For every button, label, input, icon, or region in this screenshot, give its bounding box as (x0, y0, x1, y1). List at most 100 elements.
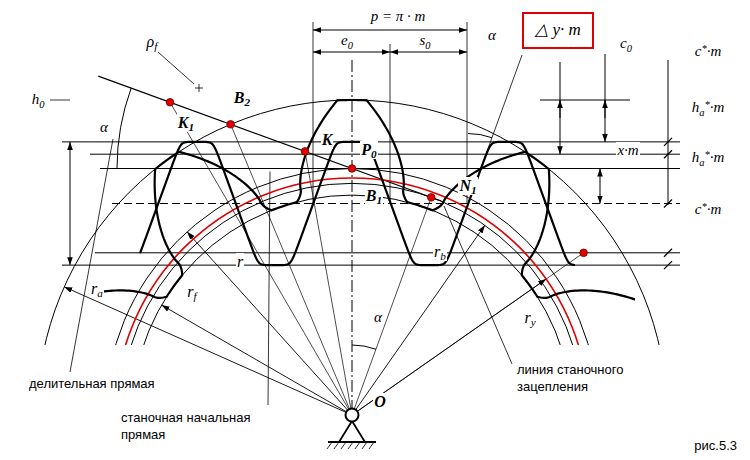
contact-point (348, 165, 356, 173)
rack-datum-line (112, 203, 680, 204)
extension-line (390, 44, 391, 204)
dimension-arrow (605, 54, 606, 142)
label-part: b (440, 250, 446, 262)
radius-label: rf (186, 283, 197, 301)
leader-line (268, 172, 270, 406)
addendum-line (95, 252, 680, 253)
radius-label: ra (90, 280, 104, 298)
pivot-joint (346, 409, 359, 422)
label-part: P (361, 141, 371, 158)
dimension-label: e0 (340, 32, 354, 49)
label-part: a (699, 157, 704, 168)
gear-profile (95, 100, 635, 340)
label-part: r (524, 309, 530, 326)
label-part: a (699, 107, 704, 118)
pivot-hatch (348, 442, 353, 449)
dimension-label: c*·m (694, 201, 723, 218)
angle-arc (468, 134, 492, 138)
dimension-label: h0 (31, 91, 46, 108)
dimension-label: α (99, 119, 109, 136)
point-label: K (321, 131, 334, 149)
base-circle (120, 183, 583, 345)
label-part: r (187, 283, 193, 300)
label-part: * (701, 43, 706, 54)
root-circle (132, 195, 572, 345)
box-text: △ y· m (535, 20, 581, 40)
dimension-label: s0 (418, 32, 431, 49)
point-label: B2 (233, 89, 251, 107)
circle-ry (115, 178, 589, 345)
dimension-line (668, 60, 669, 205)
ray-line (231, 124, 352, 415)
label-part: s (419, 32, 425, 48)
dimension-arrow (560, 62, 561, 154)
dimension-label: c*·m (694, 43, 723, 60)
dimension-arrow (560, 100, 561, 118)
radius-label: r (236, 253, 244, 271)
dimension-arrow (605, 100, 606, 118)
pivot-hatch (341, 442, 346, 449)
angle-arc (352, 345, 376, 349)
rack-profile (140, 142, 575, 265)
dimension-line (70, 142, 71, 265)
label-part: e (341, 32, 348, 48)
pivot-hatch (369, 442, 374, 449)
radius-line (162, 305, 352, 415)
point-label: K1 (177, 114, 195, 132)
dimension-tick (664, 249, 672, 257)
dimension-label: c0 (619, 35, 633, 52)
point-label: P0 (360, 141, 377, 159)
addendum-circle (37, 100, 667, 345)
figure-caption: рис.5.3 (693, 439, 738, 454)
dimension-line (390, 52, 467, 53)
pivot-support (339, 421, 365, 442)
dimension-tick (664, 138, 672, 146)
radius-label: rb (433, 243, 447, 261)
label-part: * (704, 99, 709, 110)
line-name: линия станочного зацепления (516, 362, 658, 396)
dimension-line (313, 30, 467, 31)
contact-point (427, 194, 435, 202)
contact-point (227, 121, 235, 129)
angle-arc (117, 88, 131, 168)
label-part: 0 (371, 148, 377, 160)
axis-line (352, 60, 353, 415)
label-part: 0 (39, 99, 44, 110)
dimension-label: p = π · m (370, 8, 427, 25)
label-part: B (234, 89, 245, 106)
label-part: K (178, 114, 189, 131)
center-mark (199, 84, 200, 92)
label-part: a (97, 287, 103, 299)
label-part: 0 (425, 40, 430, 51)
annotation-box: △ y· m (522, 12, 594, 49)
dimension-tick (664, 261, 672, 269)
label-part: c (620, 35, 627, 51)
tip-level-line (540, 100, 630, 101)
dimension-label: ha*·m (691, 149, 726, 166)
leader-line (70, 139, 113, 372)
pivot-ground (328, 441, 376, 443)
label-part: 1 (377, 194, 383, 206)
label-part: r (434, 243, 440, 260)
label-part: h (692, 149, 700, 165)
point-label: O (373, 393, 387, 411)
rack-tip-line (62, 265, 680, 266)
label-part: ·m (707, 43, 722, 59)
label-part: h (692, 99, 700, 115)
contact-point (301, 148, 309, 156)
point-label: B1 (365, 187, 383, 205)
label-part: 0 (627, 43, 632, 54)
leader-line (158, 52, 194, 84)
pivot-hatch (362, 442, 367, 449)
label-part: ·m (707, 201, 722, 217)
addendum-line (90, 154, 680, 155)
extension-line (313, 22, 314, 204)
dimension-line (600, 169, 601, 204)
line-name: делительная прямая (28, 376, 156, 393)
dimension-label: x·m (616, 142, 639, 159)
label-part: * (704, 149, 709, 160)
label-part: ·m (710, 99, 725, 115)
radius-label: ry (523, 309, 536, 327)
label-part: 1 (189, 121, 195, 133)
label-part: f (194, 290, 197, 302)
